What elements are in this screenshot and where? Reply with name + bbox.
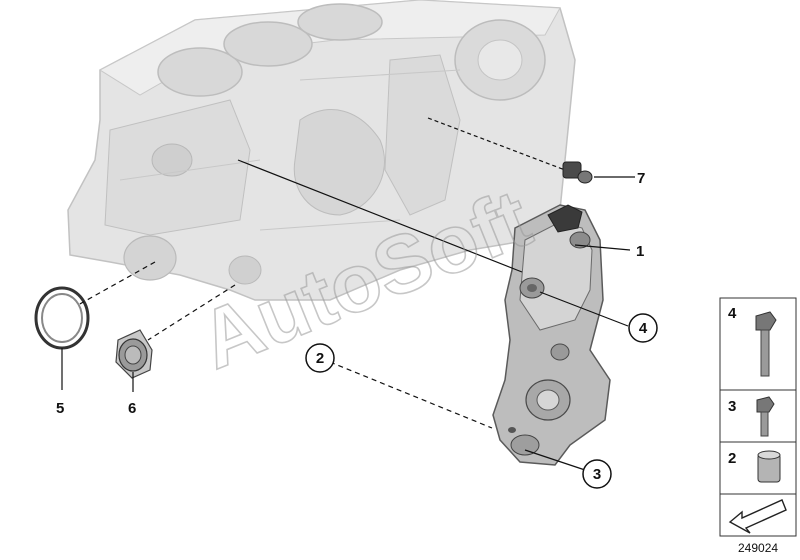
short-bolt-icon <box>756 396 775 437</box>
callout-labels: 7 1 4 2 3 5 6 <box>56 170 658 489</box>
seal-ring-part-5 <box>34 286 90 350</box>
callout-2-circle <box>305 343 335 373</box>
legend-label-4: 4 <box>728 305 737 322</box>
callout-4-circle <box>628 313 658 343</box>
plug-part-7 <box>562 161 593 184</box>
long-bolt-icon <box>755 311 777 377</box>
callout-3-circle <box>582 459 612 489</box>
legend-label-3: 3 <box>728 398 736 415</box>
leader-lines <box>61 117 635 471</box>
dowel-sleeve-icon <box>757 450 781 483</box>
timing-cover <box>492 204 611 466</box>
direction-arrow-icon <box>728 499 787 534</box>
callout-6: 6 <box>128 400 136 417</box>
callout-4: 4 <box>639 320 648 337</box>
diagram-id: 249024 <box>738 541 778 555</box>
callout-2: 2 <box>316 350 324 367</box>
callout-7: 7 <box>637 170 645 187</box>
callout-3: 3 <box>593 466 601 483</box>
plug-part-6 <box>115 329 153 379</box>
legend-label-2: 2 <box>728 450 736 467</box>
callout-1: 1 <box>636 243 644 260</box>
engine-block <box>67 0 576 301</box>
callout-5: 5 <box>56 400 64 417</box>
parts-legend: 4 3 2 249024 <box>719 297 797 555</box>
